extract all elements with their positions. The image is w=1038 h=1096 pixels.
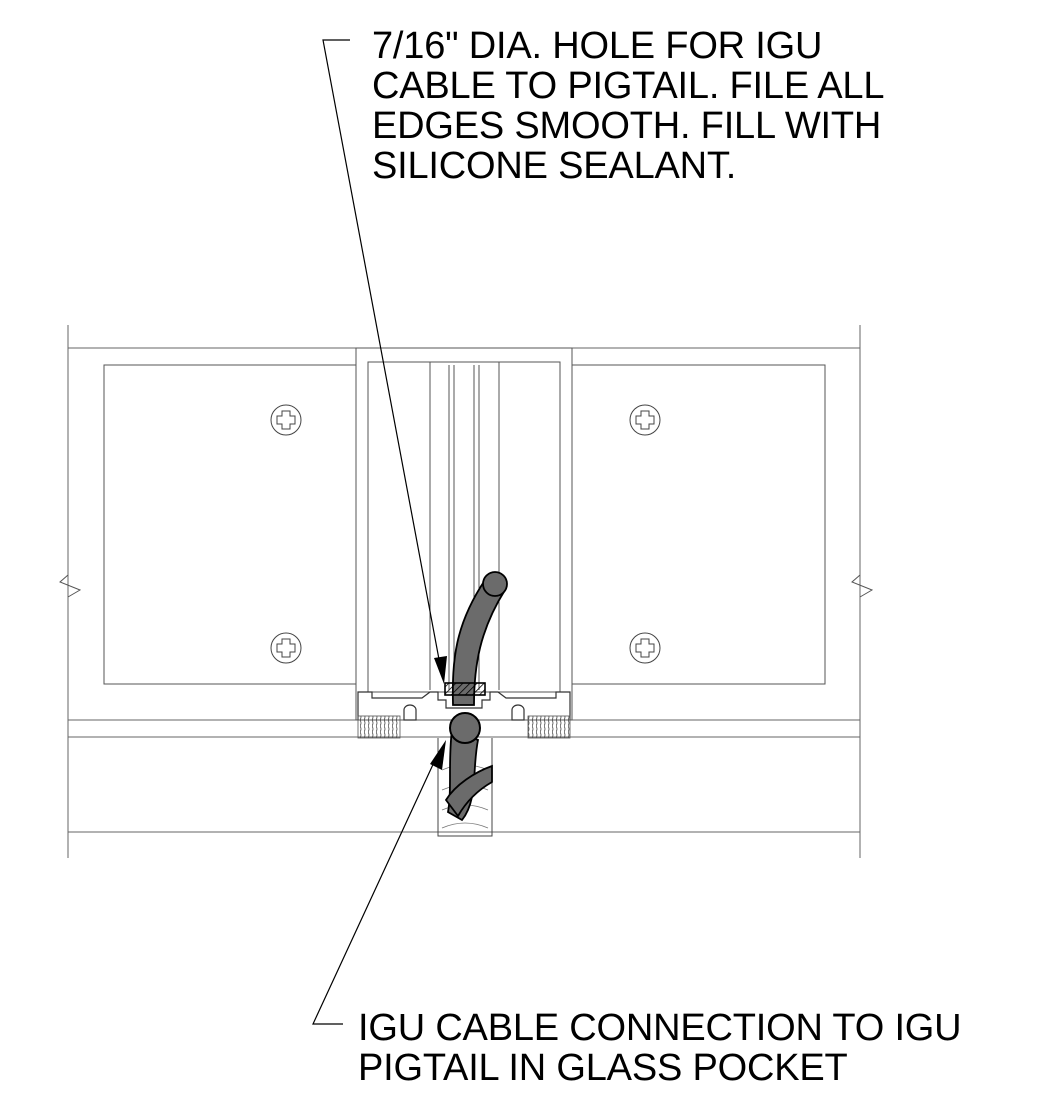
leader-line-hole — [322, 39, 442, 671]
glass-panel-left — [103, 364, 357, 685]
note-line: CABLE TO PIGTAIL. FILE ALL — [372, 65, 885, 107]
note-line: IGU CABLE CONNECTION TO IGU — [358, 1007, 962, 1049]
arrowhead-icon — [434, 656, 447, 684]
sealed-hole — [444, 682, 486, 696]
mullion-base — [357, 691, 571, 721]
leader-line-connection — [312, 757, 437, 1025]
note-line: PIGTAIL IN GLASS POCKET — [358, 1047, 848, 1089]
gasket-left — [357, 715, 401, 739]
break-line-icon — [59, 574, 874, 598]
arrowhead-icon — [430, 740, 446, 770]
igu-pigtail — [444, 712, 493, 822]
note-line: 7/16" DIA. HOLE FOR IGU — [372, 25, 823, 67]
gasket-right — [527, 715, 571, 739]
igu-cable — [451, 571, 508, 706]
screw-head-icon — [270, 404, 661, 664]
connection-callout-note: IGU CABLE CONNECTION TO IGU PIGTAIL IN G… — [358, 1007, 962, 1089]
glass-panel-right — [571, 364, 826, 685]
hole-callout-note: 7/16" DIA. HOLE FOR IGU CABLE TO PIGTAIL… — [372, 26, 884, 186]
note-line: EDGES SMOOTH. FILL WITH — [372, 105, 882, 147]
note-line: SILICONE SEALANT. — [372, 145, 737, 187]
